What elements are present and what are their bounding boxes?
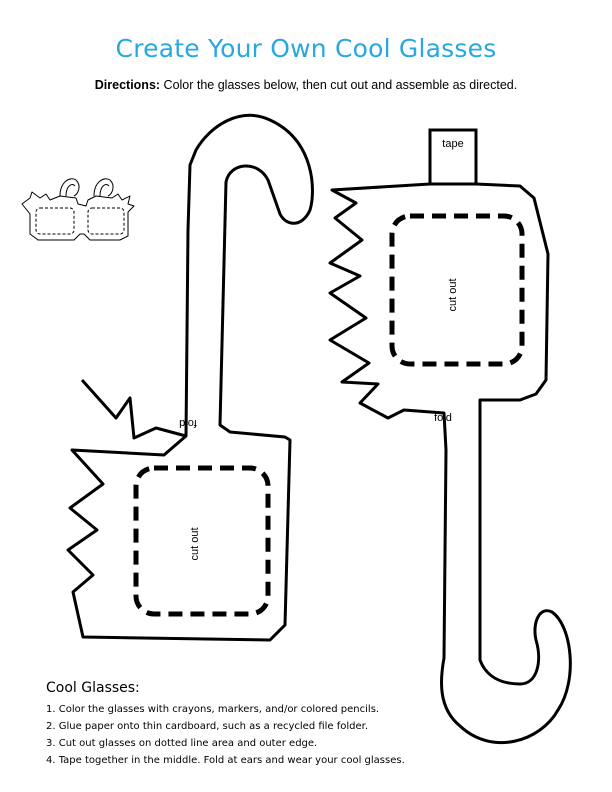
tape-label: tape <box>442 138 463 150</box>
left-glasses-piece <box>66 113 314 642</box>
tape-tab <box>428 128 478 184</box>
directions-text: Color the glasses below, then cut out an… <box>160 78 518 92</box>
glasses-thumbnail-icon <box>21 178 135 241</box>
instructions-list: 1. Color the glasses with crayons, marke… <box>46 701 586 769</box>
instruction-step: 2. Glue paper onto thin cardboard, such … <box>46 721 369 732</box>
fold-label-right: fold <box>434 412 452 424</box>
instructions: Cool Glasses: 1. Color the glasses with … <box>46 680 586 769</box>
right-cut-out-area <box>389 213 525 367</box>
page-title: Create Your Own Cool Glasses <box>115 34 497 63</box>
instruction-step: 1. Color the glasses with crayons, marke… <box>46 704 380 715</box>
cut-out-label-right: cut out <box>447 278 459 311</box>
instructions-title: Cool Glasses: <box>46 680 140 696</box>
directions-label: Directions: <box>94 78 161 92</box>
left-cut-out-area <box>133 465 271 617</box>
right-glasses-piece <box>328 182 572 744</box>
directions: Directions: Color the glasses below, the… <box>0 78 612 92</box>
cut-out-label-left: cut out <box>189 527 201 560</box>
fold-label-left: fold <box>179 417 197 429</box>
instruction-step: 3. Cut out glasses on dotted line area a… <box>46 738 318 749</box>
instruction-step: 4. Tape together in the middle. Fold at … <box>46 755 405 766</box>
